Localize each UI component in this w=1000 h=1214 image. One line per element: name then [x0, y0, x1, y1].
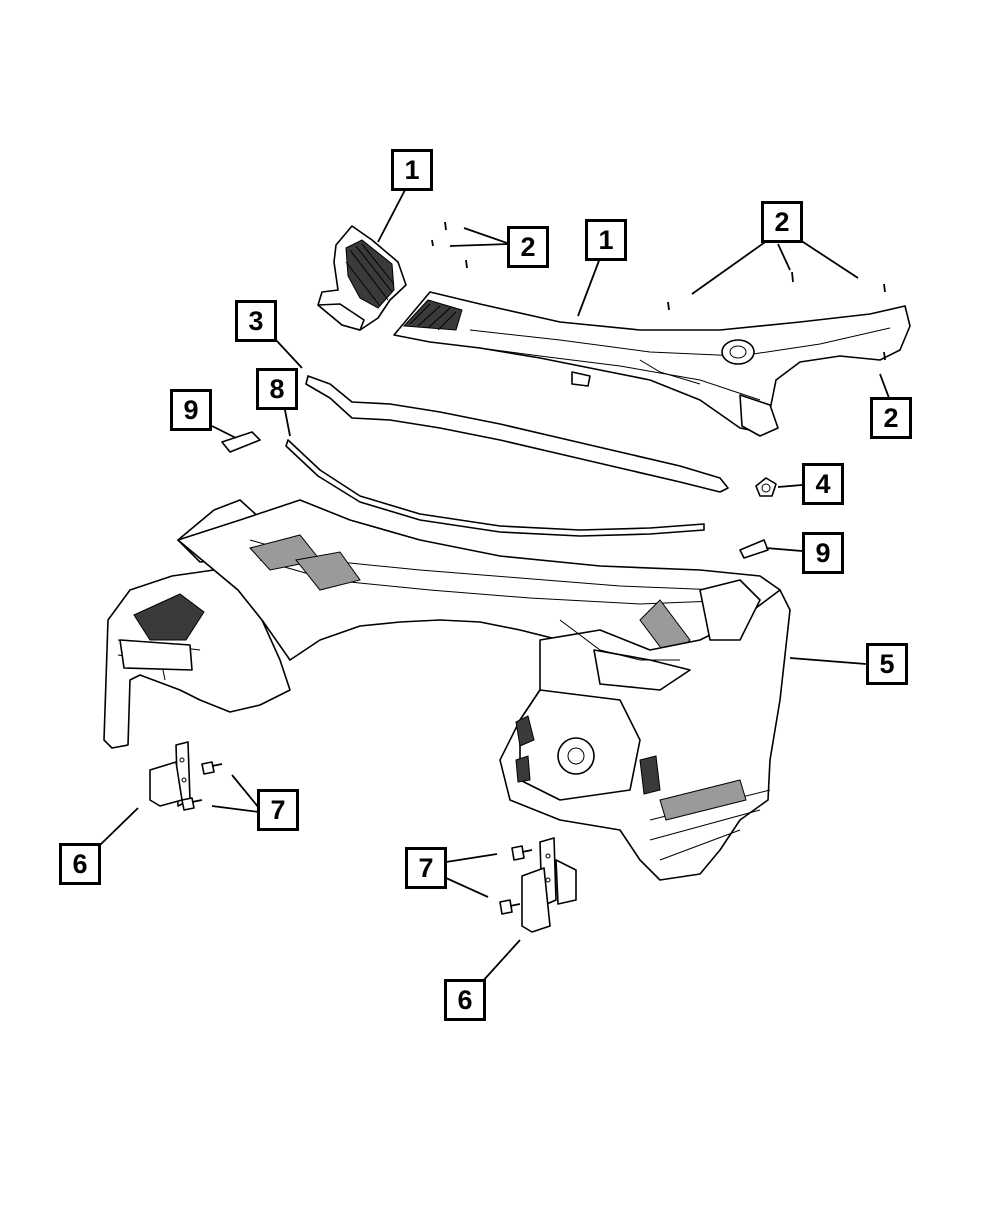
bolts-7-right-part	[499, 845, 533, 915]
callout-6-right-bracket: 6	[444, 979, 486, 1021]
callout-1-main-cowl: 1	[585, 219, 627, 261]
bolts-7-left-part	[181, 761, 223, 811]
callout-1-left-cowl-grille: 1	[391, 149, 433, 191]
callout-8-seal: 8	[256, 368, 298, 410]
callout-4-clip: 4	[802, 463, 844, 505]
callout-7-left-bolts: 7	[257, 789, 299, 831]
leader-lines	[99, 189, 890, 983]
callout-3-weatherstrip: 3	[235, 300, 277, 342]
callout-6-left-bracket: 6	[59, 843, 101, 885]
callout-9-left-pad: 9	[170, 389, 212, 431]
bracket-6-right-part	[521, 837, 577, 933]
fastener-clips-2	[431, 221, 886, 361]
callout-9-right-pad: 9	[802, 532, 844, 574]
callout-5-dash-structure: 5	[866, 643, 908, 685]
callout-2-top-fasteners: 2	[761, 201, 803, 243]
bracket-6-left-part	[149, 741, 191, 807]
cowl-panel-main-part	[393, 291, 911, 437]
cowl-grille-left-part	[317, 225, 407, 331]
pad-9-parts	[221, 431, 769, 559]
callout-2-left-fasteners: 2	[507, 226, 549, 268]
weatherstrip-3-part	[305, 375, 729, 493]
dash-structure-5-part	[103, 499, 791, 881]
seal-8-part	[285, 439, 705, 537]
callout-7-right-bolts: 7	[405, 847, 447, 889]
callout-2-right-fastener: 2	[870, 397, 912, 439]
clip-4-part	[755, 477, 777, 497]
